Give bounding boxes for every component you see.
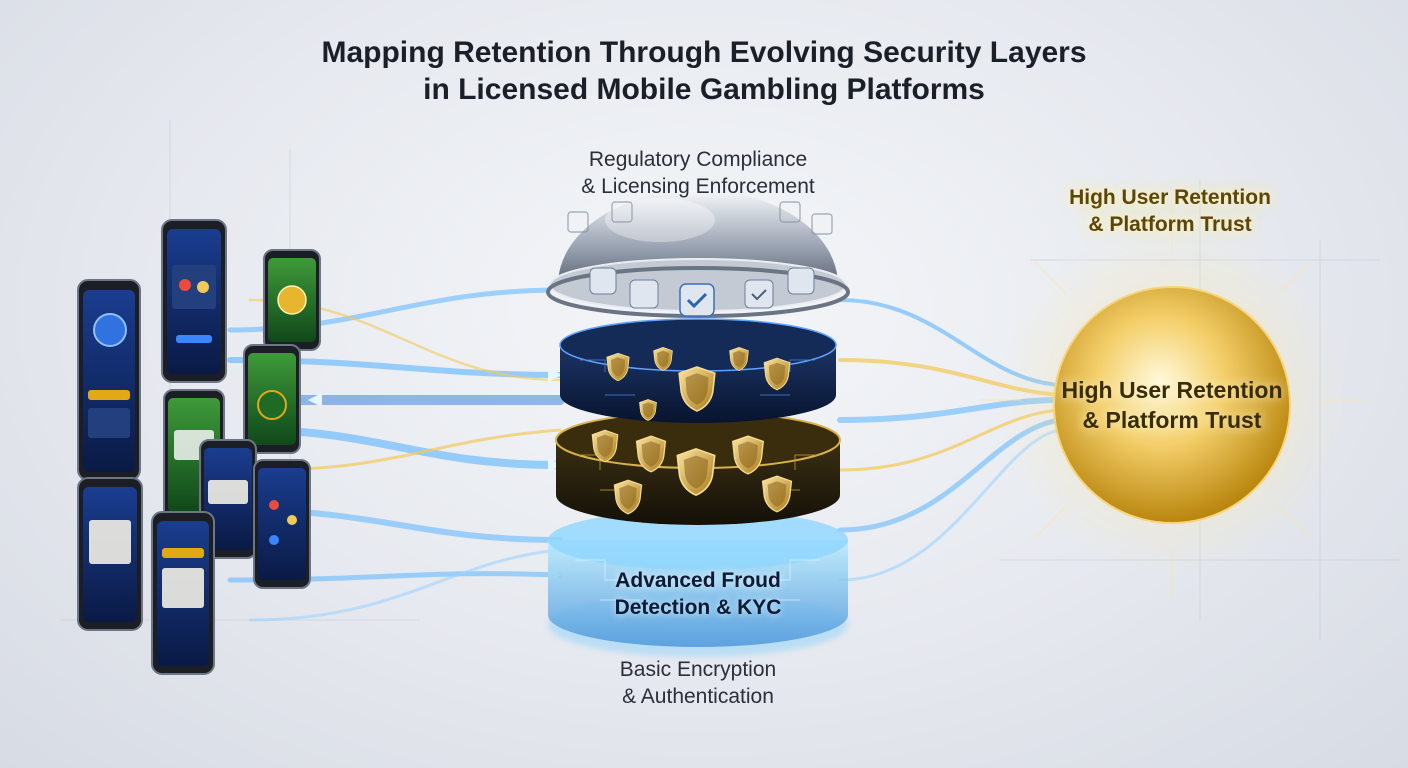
phone: [151, 511, 215, 675]
phone: [253, 459, 311, 589]
layer-fraud-detection: [548, 510, 848, 657]
bitcoin-icon: [589, 267, 617, 295]
compliance-dome: [546, 190, 850, 318]
phone: [161, 219, 227, 383]
title-line-1: Mapping Retention Through Evolving Secur…: [321, 36, 1087, 69]
phone: [163, 389, 225, 521]
phone: [77, 477, 143, 631]
label-fraud-detection: Advanced Froud Detection & KYC: [614, 569, 782, 619]
label-encryption: Basic Encryption & Authentication: [619, 658, 777, 708]
page-title: Mapping Retention Through Evolving Secur…: [0, 34, 1408, 108]
bitcoin-icon: [277, 285, 307, 315]
title-line-2: in Licensed Mobile Gambling Platforms: [423, 73, 985, 106]
fingerprint-icon: [629, 279, 659, 309]
retention-orb: [980, 200, 1368, 600]
phone-cluster: [77, 219, 321, 675]
card-icon: [787, 267, 815, 295]
label-retention-top: High User Retention & Platform Trust: [1069, 186, 1271, 236]
layer-navy-circuit: [559, 318, 837, 423]
layer-gold-circuit: [555, 411, 841, 525]
checkmark-icon: [744, 279, 774, 309]
checkmark-icon: [679, 283, 715, 317]
label-retention-orb: High User Retention & Platform Trust: [1061, 377, 1283, 433]
label-regulatory-compliance: Regulatory Compliance & Licensing Enforc…: [581, 148, 815, 198]
dome-badges: [589, 267, 815, 317]
security-stack: [546, 190, 850, 657]
phone: [77, 279, 141, 481]
floating-icon-tiles: [567, 201, 833, 235]
phone: [263, 249, 321, 351]
phone: [243, 344, 301, 454]
